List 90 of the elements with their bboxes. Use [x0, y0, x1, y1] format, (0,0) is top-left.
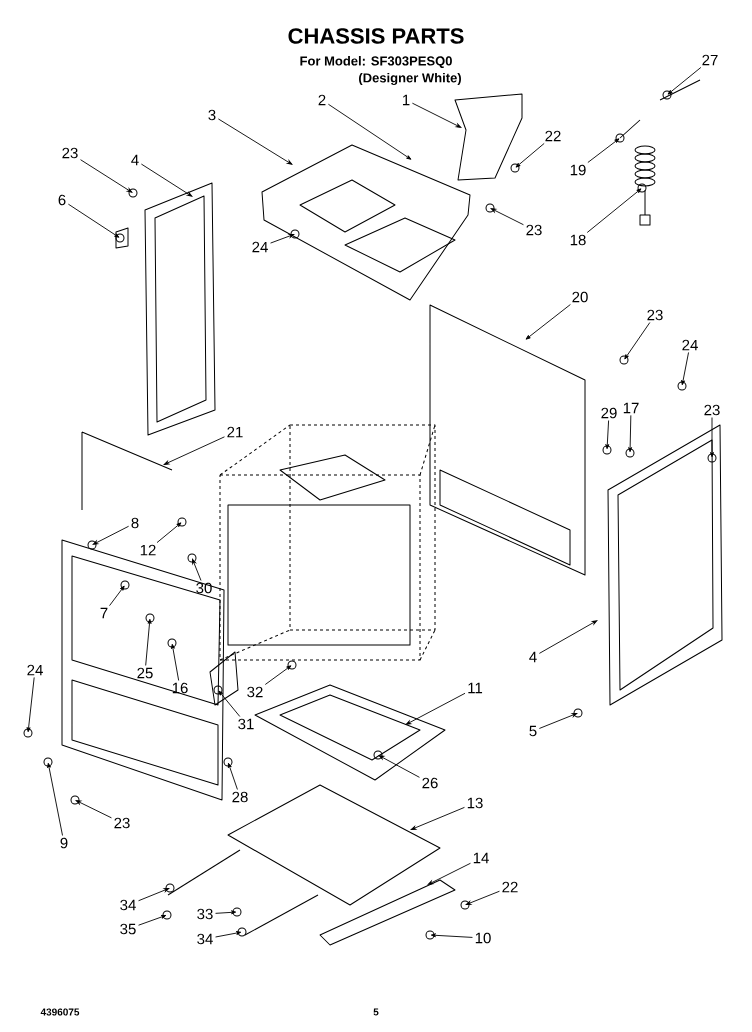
callout-number: 22 — [502, 881, 518, 893]
leader-arrow — [145, 618, 152, 666]
callout-number: 27 — [702, 54, 718, 66]
leader-arrow — [405, 692, 466, 725]
callout-number: 24 — [682, 339, 698, 351]
callout-number: 24 — [252, 241, 268, 253]
callout-number: 33 — [197, 908, 213, 920]
leader-arrow — [156, 522, 182, 544]
callout-number: 28 — [232, 791, 248, 803]
callout-number: 34 — [197, 933, 213, 945]
callout-number: 23 — [647, 309, 663, 321]
leader-arrow — [605, 420, 610, 450]
leader-arrow — [411, 102, 462, 128]
callout-number: 35 — [120, 923, 136, 935]
leader-arrow — [270, 234, 295, 244]
callout-number: 14 — [473, 852, 489, 864]
callout-number: 34 — [120, 899, 136, 911]
leader-arrow — [410, 806, 465, 830]
leader-arrow — [138, 915, 167, 926]
leader-arrow — [138, 888, 170, 902]
leader-arrow — [218, 690, 241, 717]
callout-number: 26 — [422, 777, 438, 789]
page-number: 5 — [373, 1008, 379, 1016]
title: CHASSIS PARTS — [288, 28, 464, 44]
callout-number: 17 — [623, 402, 639, 414]
callout-number: 19 — [570, 164, 586, 176]
callout-number: 29 — [601, 407, 617, 419]
callout-number: 2 — [318, 94, 326, 106]
callout-number: 30 — [196, 582, 212, 594]
leader-arrow — [490, 208, 524, 226]
callout-number: 4 — [529, 651, 537, 663]
callout-number: 8 — [131, 517, 139, 529]
callout-number: 23 — [62, 147, 78, 159]
callout-number: 23 — [526, 224, 542, 236]
callout-number: 18 — [570, 234, 586, 246]
leader-arrow — [264, 665, 292, 685]
callout-number: 5 — [529, 725, 537, 737]
part-number: 4396075 — [40, 1008, 80, 1016]
leader-arrow — [628, 414, 633, 453]
leader-arrow — [430, 933, 473, 938]
leader-arrow — [525, 304, 571, 340]
leader-arrow — [378, 755, 420, 778]
model-label: (Designer White) — [359, 72, 461, 86]
callout-number: 25 — [137, 667, 153, 679]
callout-number: 16 — [172, 682, 188, 694]
callout-number: 3 — [208, 109, 216, 121]
leader-arrow — [465, 890, 500, 905]
callout-number: 23 — [704, 404, 720, 416]
leader-arrow — [538, 713, 578, 729]
callout-number: 6 — [58, 194, 66, 206]
leader-arrow — [427, 862, 471, 885]
leader-arrow — [109, 585, 125, 607]
leader-arrow — [67, 203, 120, 238]
callout-number: 22 — [545, 130, 561, 142]
leader-arrow — [171, 643, 180, 681]
leader-arrow — [586, 188, 642, 233]
leader-arrow — [215, 931, 242, 938]
callout-number: 12 — [140, 544, 156, 556]
leader-arrow — [217, 118, 293, 165]
leader-arrow — [624, 322, 651, 360]
callout-number: 20 — [572, 291, 588, 303]
leader-arrow — [215, 910, 237, 915]
leader-arrow — [327, 103, 412, 160]
callout-number: 24 — [27, 664, 43, 676]
leader-arrow — [92, 525, 130, 545]
callout-number: 4 — [131, 154, 139, 166]
leader-arrow — [681, 352, 689, 386]
leader-arrow — [75, 800, 112, 819]
leader-arrow — [667, 67, 702, 95]
callout-number: 23 — [114, 817, 130, 829]
leader-arrow — [80, 159, 133, 193]
callout-number: 7 — [100, 607, 108, 619]
callout-number: 10 — [475, 932, 491, 944]
leader-arrow — [163, 436, 225, 465]
callout-number: 32 — [247, 686, 263, 698]
leader-arrow — [587, 138, 620, 163]
leader-arrow — [538, 620, 598, 654]
callout-number: 13 — [467, 797, 483, 809]
leader-arrow — [515, 143, 545, 168]
leader-arrow — [26, 677, 35, 733]
model-label: For Model: SF303PESQ0 — [300, 56, 452, 68]
callout-number: 9 — [60, 837, 68, 849]
leader-arrow — [140, 163, 193, 197]
leader-arrow — [47, 762, 63, 836]
callout-number: 1 — [403, 94, 410, 106]
callout-number: 21 — [227, 426, 243, 438]
leader-arrow — [227, 762, 238, 790]
leader-arrow — [192, 558, 202, 581]
callout-number: 31 — [238, 718, 254, 730]
callout-number: 11 — [468, 682, 483, 694]
